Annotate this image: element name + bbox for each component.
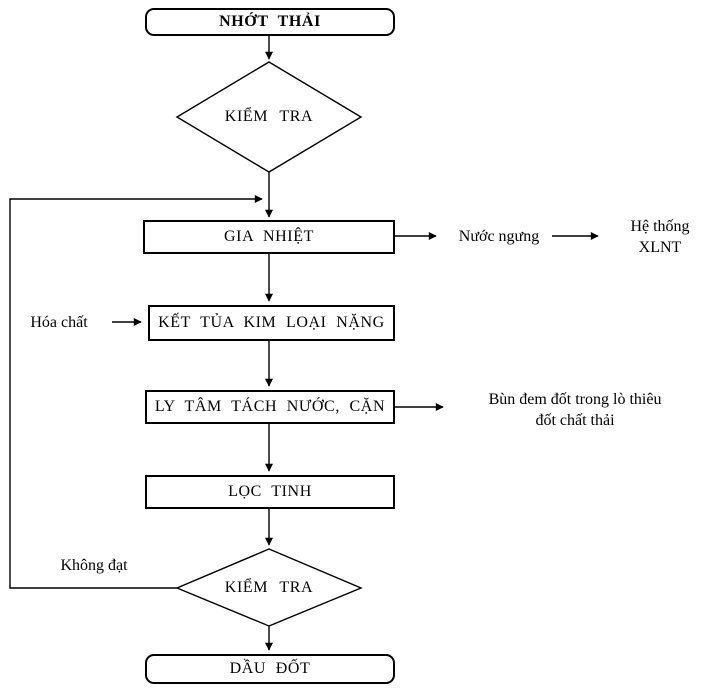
node-precipitate-label: KẾT TỦA KIM LOẠI NẶNG (158, 314, 385, 332)
node-end-label: DẦU ĐỐT (229, 660, 311, 678)
label-fail-branch: Không đạt (60, 557, 128, 574)
node-start-label: NHỚT THẢI (219, 13, 321, 31)
node-end: DẦU ĐỐT (145, 654, 395, 684)
label-xlnt-system: Hệ thống XLNT (614, 216, 706, 258)
node-filter: LỌC TINH (145, 475, 395, 509)
connector-fail-feedback-loop (9, 195, 263, 589)
node-check1-label: KIỂM TRA (224, 108, 314, 125)
label-xlnt-line1: Hệ thống (630, 218, 690, 235)
label-condensate: Nước ngưng (458, 228, 540, 245)
node-heat: GIA NHIỆT (143, 220, 395, 254)
label-chemical: Hóa chất (30, 314, 88, 331)
label-xlnt-line2: XLNT (638, 239, 682, 256)
node-precipitate: KẾT TỦA KIM LOẠI NẶNG (148, 305, 395, 341)
node-centrifuge: LY TÂM TÁCH NƯỚC, CẶN (145, 390, 395, 424)
node-check2-label: KIỂM TRA (224, 579, 314, 596)
label-sludge-line1: Bùn đem đốt trong lò thiêu (488, 391, 662, 408)
label-sludge: Bùn đem đốt trong lò thiêu đốt chất thải (462, 389, 688, 431)
node-start: NHỚT THẢI (145, 8, 395, 36)
label-sludge-line2: đốt chất thải (535, 412, 615, 429)
node-filter-label: LỌC TINH (228, 483, 312, 501)
node-heat-label: GIA NHIỆT (224, 228, 314, 246)
node-centrifuge-label: LY TÂM TÁCH NƯỚC, CẶN (154, 398, 386, 416)
